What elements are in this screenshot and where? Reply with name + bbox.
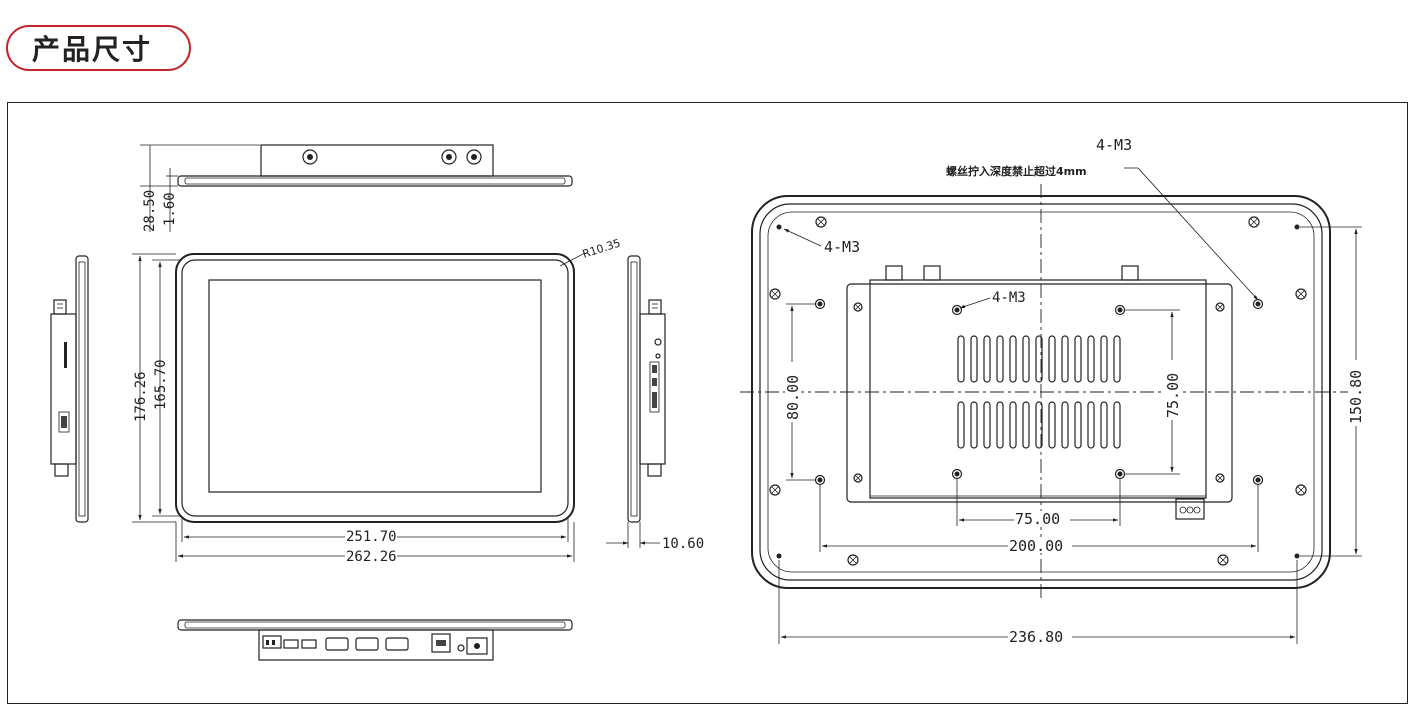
vent-slots-top <box>957 335 1121 383</box>
dim-height-inner: 165.70 <box>153 359 169 410</box>
dim-side-thickness: 10.60 <box>662 536 704 552</box>
connector-icon <box>302 149 482 165</box>
drawing-frame <box>7 102 1408 704</box>
callout-top-screw: 4-M3 <box>1096 136 1132 154</box>
vent-slots-bottom <box>957 401 1121 449</box>
dim-rear-hole-spacing-v: 80.00 <box>784 375 802 420</box>
dim-height-outer: 176.26 <box>133 371 149 422</box>
page-title: 产品尺寸 <box>32 33 153 66</box>
dim-rear-mount-width: 236.80 <box>1009 628 1063 646</box>
mount-hole-icon <box>776 224 1300 559</box>
screw-icon <box>769 216 1307 566</box>
dim-corner-radius: R10.35 <box>581 236 622 260</box>
bottom-view <box>177 619 573 661</box>
dim-rear-vesa-v: 75.00 <box>1164 373 1182 418</box>
title-badge <box>6 25 191 71</box>
callout-left-screw: 4-M3 <box>824 238 860 256</box>
dim-width-outer: 262.26 <box>346 549 397 565</box>
dim-rear-mount-height: 150.80 <box>1347 370 1365 424</box>
dim-bezel-thickness: 1.60 <box>162 192 178 226</box>
front-view <box>175 252 586 523</box>
top-view <box>140 144 573 232</box>
dim-rear-hole-spacing-h: 200.00 <box>1009 537 1063 555</box>
dim-width-inner: 251.70 <box>346 529 397 545</box>
right-side-view <box>606 255 666 548</box>
dim-depth-total: 28.50 <box>142 190 158 232</box>
dim-rear-vesa-h: 75.00 <box>1015 510 1060 528</box>
callout-inner-screw: 4-M3 <box>992 290 1026 306</box>
left-side-view <box>50 255 89 523</box>
callout-screw-note: 螺丝拧入深度禁止超过4mm <box>946 164 1087 178</box>
